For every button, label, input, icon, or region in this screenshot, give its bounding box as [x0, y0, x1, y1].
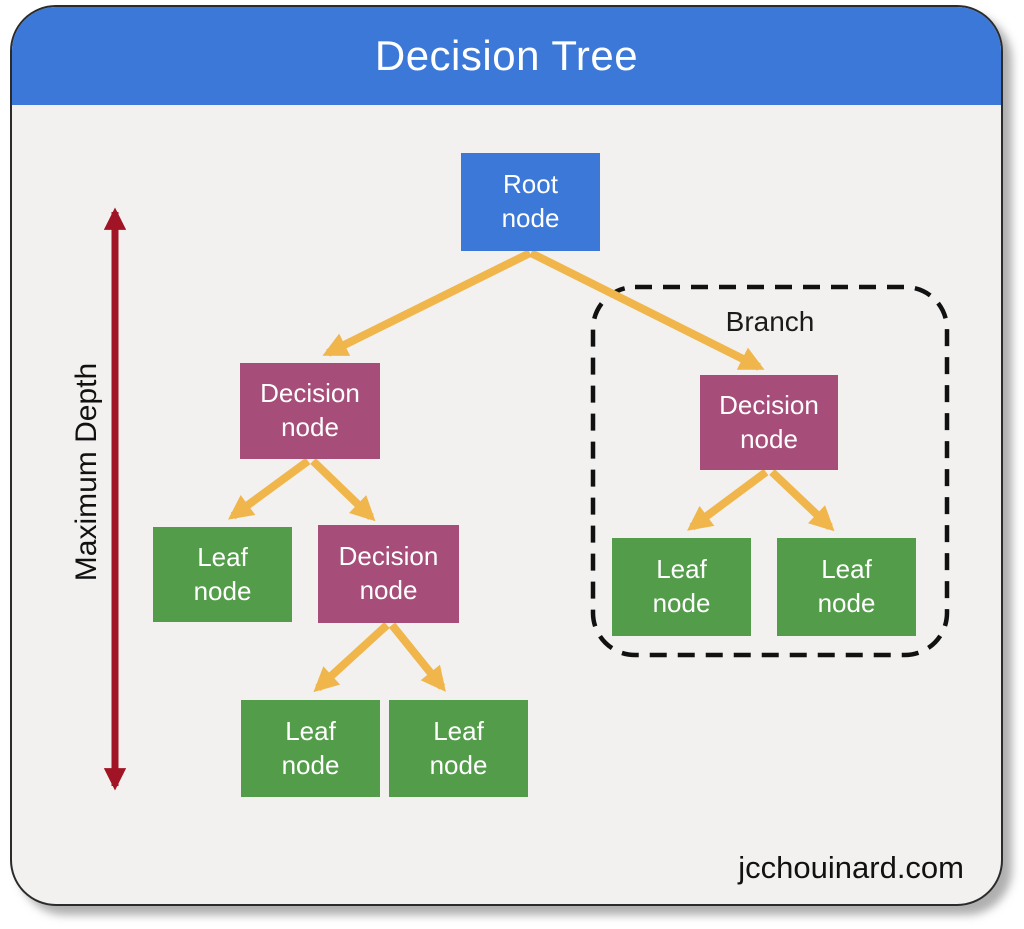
branch-label: Branch — [725, 306, 815, 337]
decision-node-mid: Decision node — [318, 525, 459, 623]
leaf-node-bottom-right: Leaf node — [389, 700, 528, 797]
decision-node-mid-label-line2: node — [359, 575, 418, 605]
decision-node-left: Decision node — [240, 363, 380, 459]
decision-node-left-label-line1: Decision — [260, 378, 360, 409]
leaf-node-branch-right-label-line2: node — [817, 588, 876, 618]
leaf-node-branch-left-label-line1: Leaf — [656, 554, 707, 585]
leaf-node-left-label-line2: node — [193, 575, 252, 606]
root-node: Root node — [461, 153, 600, 251]
decision-node-branch: Decision node — [700, 375, 838, 470]
leaf-node-left-label-line1: Leaf — [197, 541, 248, 572]
page-title: Decision Tree — [374, 32, 639, 79]
watermark: jcchouinard.com — [738, 850, 964, 885]
leaf-node-branch-right-label-line1: Leaf — [821, 554, 872, 585]
leaf-node-bottom-right-label-line1: Leaf — [433, 715, 484, 746]
leaf-node-bottom-left: Leaf node — [241, 700, 380, 797]
decision-node-mid-label-line1: Decision — [338, 541, 439, 572]
leaf-node-bottom-left-label-line2: node — [281, 749, 340, 780]
leaf-node-branch-left-label-line2: node — [652, 588, 711, 618]
figure-header: Decision Tree — [12, 7, 1001, 105]
leaf-node-bottom-right-label-line2: node — [429, 749, 488, 780]
decision-node-branch-label-line1: Decision — [719, 389, 819, 420]
maximum-depth-label: Maximum Depth — [70, 362, 103, 582]
root-node-label-line1: Root — [503, 169, 558, 200]
decision-node-left-label-line2: node — [281, 412, 339, 442]
leaf-node-branch-right: Leaf node — [777, 538, 916, 636]
leaf-node-bottom-left-label-line1: Leaf — [285, 715, 336, 746]
decision-node-branch-label-line2: node — [740, 423, 798, 454]
leaf-node-branch-left: Leaf node — [612, 538, 751, 636]
leaf-node-left: Leaf node — [153, 527, 292, 622]
root-node-label-line2: node — [501, 203, 560, 233]
